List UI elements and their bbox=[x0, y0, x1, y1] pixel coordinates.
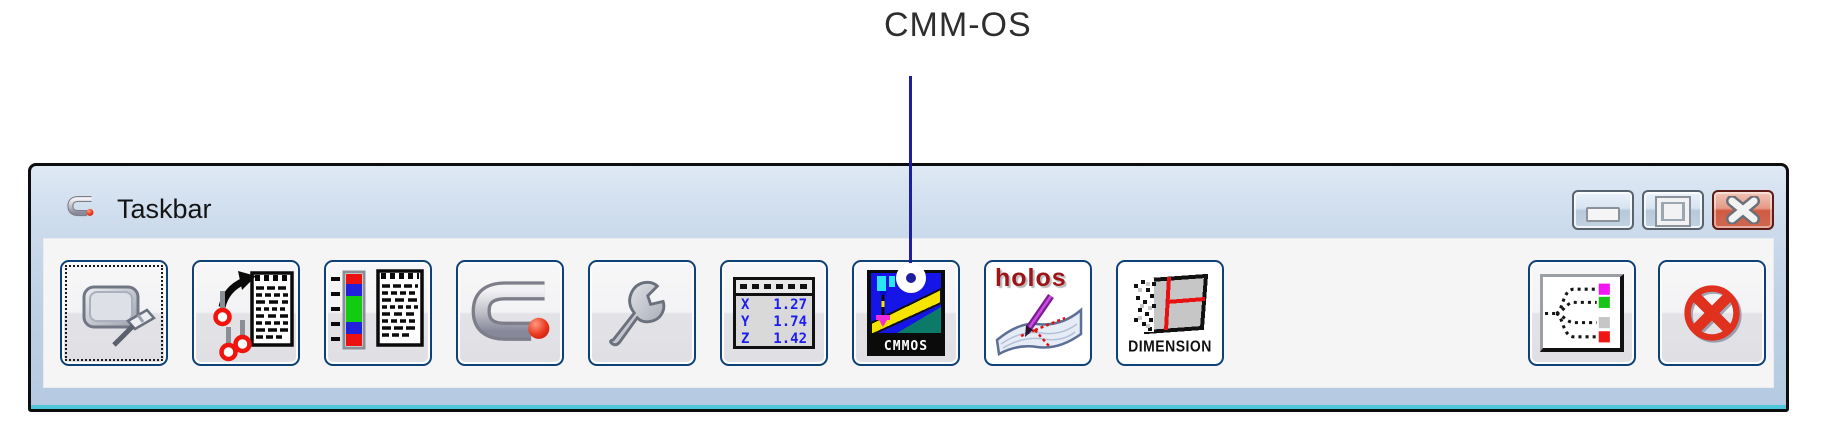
minimize-icon bbox=[1586, 206, 1620, 222]
measurement-plan-button[interactable] bbox=[192, 260, 300, 366]
cmmos-icon: CMMOS bbox=[867, 270, 945, 356]
coordinate-row-x: X 1.27 bbox=[741, 297, 807, 313]
close-icon bbox=[1726, 196, 1760, 224]
window-title: Taskbar bbox=[117, 193, 212, 224]
cancel-button[interactable] bbox=[1658, 260, 1766, 366]
calypso-button[interactable] bbox=[456, 260, 564, 366]
callout-endpoint-dot bbox=[896, 263, 926, 293]
coordinate-display-button[interactable]: X 1.27 Y 1.74 Z 1.42 bbox=[720, 260, 828, 366]
calypso-icon bbox=[471, 281, 550, 341]
branch-tree-button[interactable] bbox=[1528, 260, 1636, 366]
coordinate-row-z: Z 1.42 bbox=[741, 331, 807, 347]
toolbar-right-group bbox=[1528, 260, 1766, 366]
holos-button[interactable]: holos bbox=[984, 260, 1092, 366]
holos-caption: holos bbox=[995, 264, 1067, 292]
coordinate-row-y: Y 1.74 bbox=[741, 314, 807, 330]
titlebar-dashes bbox=[740, 284, 808, 289]
cmmos-button[interactable]: CMMOS bbox=[852, 260, 960, 366]
titlebar-left: Taskbar bbox=[59, 177, 212, 228]
callout-label: CMM-OS bbox=[884, 6, 1032, 44]
cmmos-caption: CMMOS bbox=[870, 338, 942, 355]
color-report-icon bbox=[331, 269, 424, 350]
holos-icon: holos bbox=[991, 264, 1085, 358]
color-report-button[interactable] bbox=[324, 260, 432, 366]
pin-workspace-icon bbox=[82, 285, 156, 347]
pin-workspace-button[interactable] bbox=[60, 260, 168, 366]
toolbar-left-group: X 1.27 Y 1.74 Z 1.42 bbox=[60, 260, 1224, 366]
dimension-button[interactable]: DIMENSION bbox=[1116, 260, 1224, 366]
dimension-caption: DIMENSION bbox=[1128, 337, 1212, 355]
dimension-graphic bbox=[1134, 273, 1209, 335]
branch-tree-icon bbox=[1540, 274, 1624, 352]
titlebar[interactable]: Taskbar bbox=[31, 166, 1786, 238]
coordinate-rows: X 1.27 Y 1.74 Z 1.42 bbox=[736, 296, 812, 348]
calypso-logo-icon bbox=[59, 191, 101, 228]
window-bottom-accent bbox=[31, 405, 1786, 409]
window-controls bbox=[1572, 190, 1774, 230]
cancel-icon bbox=[1684, 285, 1740, 341]
branch-tree-graphic bbox=[1545, 283, 1610, 343]
callout-line bbox=[909, 76, 912, 267]
cmmos-graphic bbox=[870, 273, 942, 337]
dimension-icon: DIMENSION bbox=[1124, 270, 1216, 356]
coordinate-display-icon: X 1.27 Y 1.74 Z 1.42 bbox=[733, 277, 815, 349]
maximize-icon bbox=[1657, 197, 1689, 225]
maximize-button[interactable] bbox=[1642, 190, 1704, 230]
coordinate-window-titlebar bbox=[736, 280, 812, 296]
wrench-icon bbox=[609, 280, 666, 347]
measurement-plan-icon bbox=[213, 271, 294, 362]
holos-graphic bbox=[995, 294, 1083, 356]
minimize-button[interactable] bbox=[1572, 190, 1634, 230]
close-button[interactable] bbox=[1712, 190, 1774, 230]
settings-button[interactable] bbox=[588, 260, 696, 366]
